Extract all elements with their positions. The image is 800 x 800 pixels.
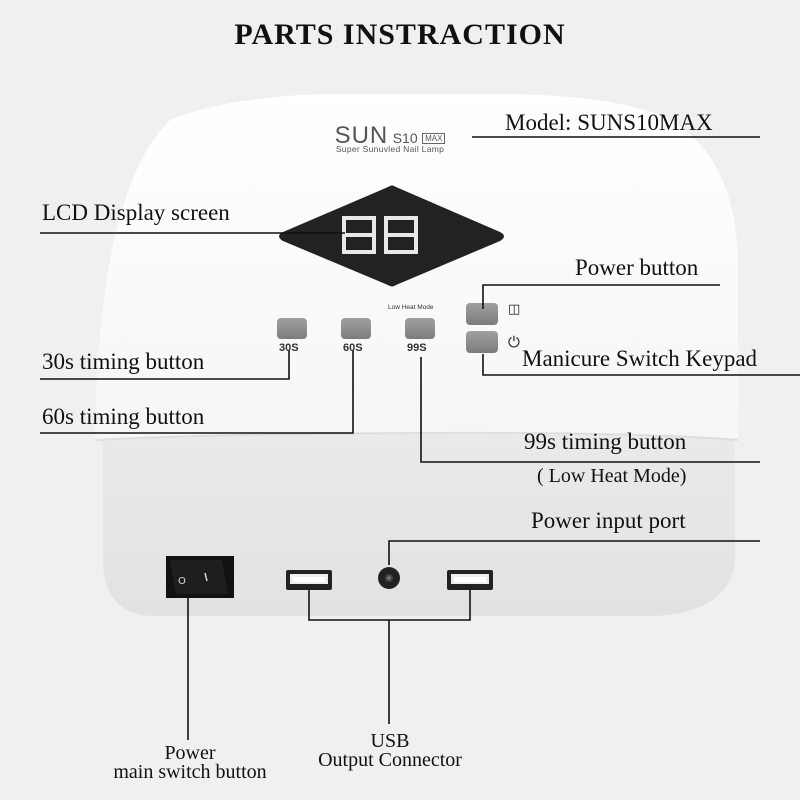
power-button-key bbox=[466, 303, 498, 325]
label-power-button: Power button bbox=[575, 255, 699, 280]
label-usb-line2: Output Connector bbox=[318, 749, 462, 771]
brand-logo: SUN S10 MAX Super Sunuvled Nail Lamp bbox=[300, 122, 480, 154]
lcd-digits bbox=[342, 216, 418, 254]
label-manicure-switch: Manicure Switch Keypad bbox=[522, 346, 758, 371]
label-usb-line1: USB bbox=[370, 730, 410, 752]
page-title: PARTS INSTRACTION bbox=[234, 18, 566, 51]
timing-label-99s: 99S bbox=[407, 342, 427, 354]
label-main-switch-line1: Power bbox=[164, 742, 216, 764]
brand-name: SUN bbox=[334, 122, 389, 149]
label-model: Model: SUNS10MAX bbox=[505, 110, 713, 135]
manicure-switch-key bbox=[466, 331, 498, 353]
battery-icon: ◫ bbox=[508, 302, 521, 317]
timing-button-30s bbox=[277, 318, 307, 339]
brand-subtitle: Super Sunuvled Nail Lamp bbox=[335, 144, 445, 154]
timing-label-60s: 60S bbox=[343, 342, 363, 354]
label-60s-timing: 60s timing button bbox=[42, 404, 205, 429]
svg-text:O: O bbox=[178, 576, 186, 587]
leader-lines bbox=[40, 136, 800, 740]
timing-label-30s: 30S bbox=[279, 342, 299, 354]
label-low-heat-note: ( Low Heat Mode) bbox=[537, 465, 687, 487]
timing-button-99s bbox=[405, 318, 435, 339]
low-heat-mode-text: Low Heat Mode bbox=[388, 304, 434, 311]
label-99s-timing: 99s timing button bbox=[524, 429, 687, 454]
usb-port-left bbox=[286, 570, 332, 590]
timing-button-60s bbox=[341, 318, 371, 339]
usb-port-right bbox=[447, 570, 493, 590]
main-rocker-switch: O bbox=[166, 556, 234, 598]
label-main-switch-line2: main switch button bbox=[113, 761, 267, 783]
label-usb: USB Output Connector bbox=[300, 730, 480, 771]
brand-model-mark: S10 bbox=[392, 130, 418, 146]
power-input-jack bbox=[378, 567, 400, 589]
power-icon: ⏻ bbox=[508, 333, 520, 351]
label-30s-timing: 30s timing button bbox=[42, 349, 205, 374]
brand-max-tag: MAX bbox=[422, 133, 446, 145]
label-main-switch: Power main switch button bbox=[90, 742, 290, 783]
label-power-input: Power input port bbox=[531, 508, 686, 533]
label-lcd-display: LCD Display screen bbox=[42, 200, 230, 225]
